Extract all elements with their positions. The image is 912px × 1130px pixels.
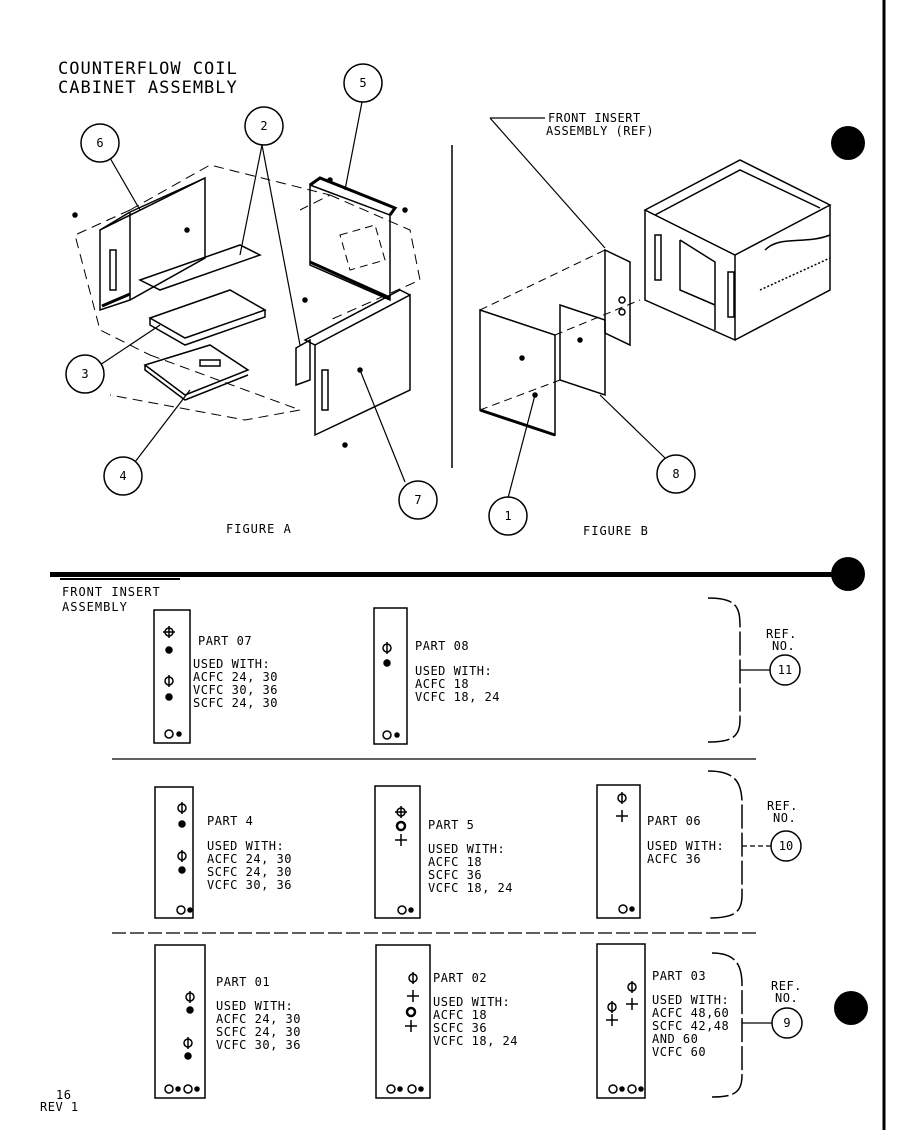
insert-panel-part03: [596, 943, 646, 1099]
callout-circle: [343, 63, 383, 103]
part-03-line: VCFC 60: [652, 1045, 706, 1059]
ref-label-line2: NO.: [775, 991, 798, 1005]
part-03-line: ACFC 48,60: [652, 1006, 729, 1020]
punch-hole-top: [831, 126, 865, 160]
ref-circle: [771, 1007, 803, 1039]
part-4-line: SCFC 24, 30: [207, 865, 292, 879]
ref-label-line1: REF.: [766, 627, 797, 641]
part-02-line: ACFC 18: [433, 1008, 487, 1022]
punch-hole-middle: [831, 557, 865, 591]
insert-panel-part07: [153, 609, 191, 744]
part-5-line: SCFC 36: [428, 868, 482, 882]
part-4-line: VCFC 30, 36: [207, 878, 292, 892]
part-4-label: PART 4: [207, 814, 253, 828]
part-02-line: SCFC 36: [433, 1021, 487, 1035]
insert-panel-part08: [373, 607, 408, 745]
part-01-used-with: USED WITH:: [216, 999, 293, 1013]
part-07-line: VCFC 30, 36: [193, 683, 278, 697]
callout-label: 4: [119, 469, 126, 483]
revision-label: REV 1: [40, 1100, 79, 1114]
part-07-label: PART 07: [198, 634, 252, 648]
insert-panel-part5: [374, 785, 421, 919]
callout-label: 2: [260, 119, 267, 133]
diagram-title-line2: CABINET ASSEMBLY: [58, 78, 238, 98]
callout-label: 3: [81, 367, 88, 381]
figure-a-caption: FIGURE A: [226, 522, 292, 536]
ref-number: 10: [779, 839, 793, 853]
group-bracket: [707, 770, 743, 919]
front-insert-ref-line1: FRONT INSERT: [548, 111, 641, 125]
callout-circle: [488, 496, 528, 536]
part-03-line: SCFC 42,48: [652, 1019, 729, 1033]
punch-hole-bottom: [834, 991, 868, 1025]
part-03-label: PART 03: [652, 969, 706, 983]
part-01-line: ACFC 24, 30: [216, 1012, 301, 1026]
group-bracket: [707, 597, 741, 743]
part-07-used-with: USED WITH:: [193, 657, 270, 671]
part-02-line: VCFC 18, 24: [433, 1034, 518, 1048]
part-02-label: PART 02: [433, 971, 487, 985]
diagram-title-line1: COUNTERFLOW COIL: [58, 59, 238, 79]
callout-circle: [65, 354, 105, 394]
ref-number: 9: [783, 1016, 790, 1030]
insert-panel-part06: [596, 784, 641, 919]
callout-label: 1: [504, 509, 511, 523]
part-01-label: PART 01: [216, 975, 270, 989]
ref-label-line2: NO.: [772, 639, 795, 653]
figure-b-caption: FIGURE B: [583, 524, 649, 538]
figure-b-leaders: [489, 117, 666, 499]
ref-number: 11: [778, 663, 792, 677]
callout-label: 8: [672, 467, 679, 481]
ref-label-line1: REF.: [771, 979, 802, 993]
part-06-label: PART 06: [647, 814, 701, 828]
callout-label: 6: [96, 136, 103, 150]
part-01-line: VCFC 30, 36: [216, 1038, 301, 1052]
callout-circle: [103, 456, 143, 496]
figure-b-callouts: 1 8: [488, 454, 696, 536]
callout-circle: [656, 454, 696, 494]
callout-circle: [80, 123, 120, 163]
part-06-used-with: USED WITH:: [647, 839, 724, 853]
part-5-line: ACFC 18: [428, 855, 482, 869]
part-5-line: VCFC 18, 24: [428, 881, 513, 895]
insert-panel-part4: [154, 786, 194, 919]
ref-label-line2: NO.: [773, 811, 796, 825]
part-07-line: ACFC 24, 30: [193, 670, 278, 684]
part-07-line: SCFC 24, 30: [193, 696, 278, 710]
group-bracket: [711, 952, 743, 1098]
callout-label: 7: [414, 493, 421, 507]
part-08-line: VCFC 18, 24: [415, 690, 500, 704]
part-08-line: ACFC 18: [415, 677, 469, 691]
section-separator: [50, 572, 835, 580]
page-number: 16: [56, 1088, 71, 1102]
ref-label-line1: REF.: [767, 799, 798, 813]
part-08-used-with: USED WITH:: [415, 664, 492, 678]
part-5-label: PART 5: [428, 818, 474, 832]
part-01-line: SCFC 24, 30: [216, 1025, 301, 1039]
figure-b-drawing: [479, 159, 832, 437]
callout-circle: [398, 480, 438, 520]
insert-panel-part01: [154, 944, 206, 1099]
part-02-used-with: USED WITH:: [433, 995, 510, 1009]
insert-panel-part02: [375, 944, 431, 1099]
callout-circle: [244, 106, 284, 146]
figure-a-callouts: 6 2 5 3 4 7: [65, 63, 438, 520]
part-06-line: ACFC 36: [647, 852, 701, 866]
ref-circle: [769, 654, 801, 686]
section-title-line2: ASSEMBLY: [62, 600, 128, 614]
part-03-used-with: USED WITH:: [652, 993, 729, 1007]
part-08-label: PART 08: [415, 639, 469, 653]
part-5-used-with: USED WITH:: [428, 842, 505, 856]
front-insert-ref-line2: ASSEMBLY (REF): [546, 124, 654, 138]
part-4-line: ACFC 24, 30: [207, 852, 292, 866]
section-title-line1: FRONT INSERT: [62, 585, 161, 599]
figure-a-leaders: [99, 101, 406, 483]
part-03-line: AND 60: [652, 1032, 698, 1046]
ref-circle: [770, 830, 802, 862]
part-4-used-with: USED WITH:: [207, 839, 284, 853]
callout-label: 5: [359, 76, 366, 90]
figure-a-drawing: [72, 164, 421, 448]
